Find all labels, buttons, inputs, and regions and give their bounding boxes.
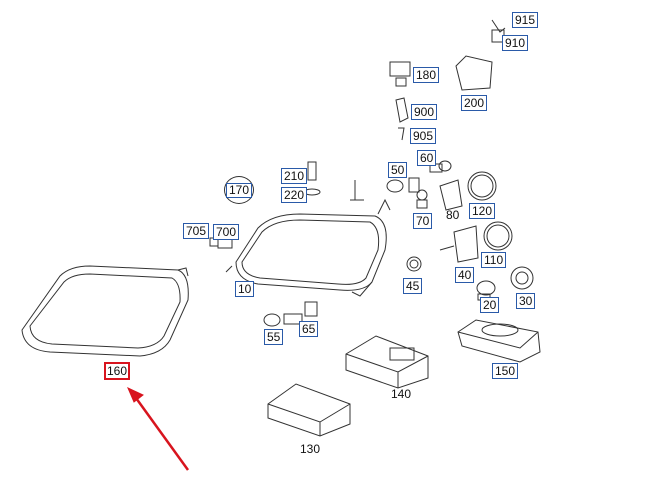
callout-900[interactable]: 900 [411,104,438,120]
headlamp-lens-drawing [21,265,189,357]
callout-55[interactable]: 55 [264,329,284,345]
callout-150[interactable]: 150 [492,363,519,379]
callout-160-highlighted[interactable]: 160 [104,362,131,380]
bulbs-and-sockets-drawing [209,160,534,327]
callout-700[interactable]: 700 [213,224,240,240]
ballast-module-drawing [267,383,351,437]
callout-30[interactable]: 30 [516,293,536,309]
callout-200[interactable]: 200 [461,95,488,111]
callout-120[interactable]: 120 [469,203,496,219]
callout-40[interactable]: 40 [455,267,475,283]
igniter-module-drawing [345,335,429,389]
callout-45[interactable]: 45 [403,278,423,294]
callout-140[interactable]: 140 [391,387,412,401]
callout-220[interactable]: 220 [281,187,308,203]
callout-80[interactable]: 80 [446,208,460,222]
callout-705[interactable]: 705 [183,223,210,239]
callout-180[interactable]: 180 [413,67,440,83]
callout-915[interactable]: 915 [512,12,539,28]
callout-130[interactable]: 130 [300,442,321,456]
callout-70[interactable]: 70 [413,213,433,229]
callout-170-label: 170 [225,182,253,198]
callout-20[interactable]: 20 [480,297,500,313]
callout-50[interactable]: 50 [388,162,408,178]
pointer-arrow-icon [127,386,190,471]
callout-60[interactable]: 60 [417,150,437,166]
callout-10[interactable]: 10 [235,281,255,297]
callout-210[interactable]: 210 [281,168,308,184]
callout-65[interactable]: 65 [299,321,319,337]
housing-cover-drawing [457,319,541,363]
callout-170-circled[interactable]: 170 [224,176,254,204]
callout-110[interactable]: 110 [481,252,507,268]
callout-910[interactable]: 910 [502,35,529,51]
callout-905[interactable]: 905 [410,128,437,144]
